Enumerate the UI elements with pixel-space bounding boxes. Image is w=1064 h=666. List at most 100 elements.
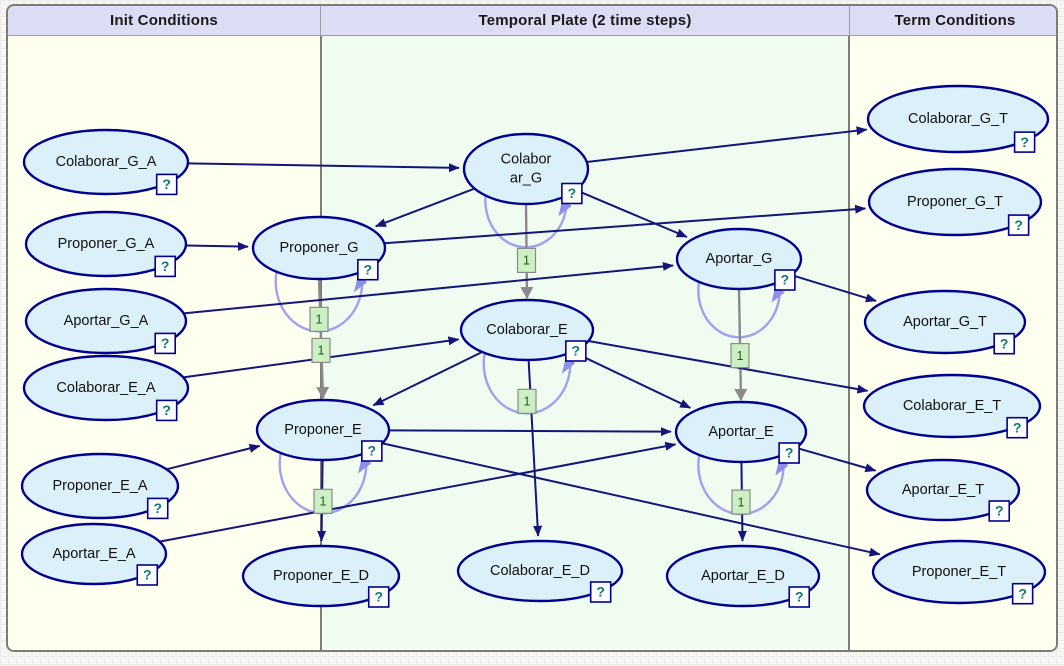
edge-colaborar_g-to-proponer_g[interactable] <box>374 187 475 228</box>
question-mark-icon: ? <box>795 589 804 605</box>
node-proponer_g[interactable]: Proponer_G? <box>251 215 387 281</box>
question-badge[interactable]: ? <box>361 440 383 462</box>
node-ellipse[interactable] <box>867 167 1043 237</box>
edge-proponer_e-to-aportar_e[interactable] <box>388 427 672 437</box>
node-proponer_e_d[interactable]: Proponer_E_D? <box>241 544 401 608</box>
node-ellipse[interactable] <box>863 289 1027 355</box>
edge-proponer_g_a-to-proponer_g[interactable] <box>185 241 249 251</box>
node-aportar_e[interactable]: Aportar_E? <box>674 400 808 464</box>
question-badge[interactable]: ? <box>136 564 159 586</box>
question-badge[interactable]: ? <box>561 182 583 205</box>
header-init-label: Init Conditions <box>110 12 218 29</box>
node-ellipse[interactable] <box>22 128 190 196</box>
node-colaborar_g_a[interactable]: Colaborar_G_A? <box>22 128 190 196</box>
question-badge[interactable]: ? <box>1007 214 1030 236</box>
question-badge[interactable]: ? <box>778 442 800 464</box>
temporal-order-badge[interactable]: 1 <box>311 337 331 363</box>
edge-proponer_g-to-proponer_g_t[interactable] <box>384 204 867 245</box>
node-ellipse[interactable] <box>862 373 1042 439</box>
edge-proponer_e_a-to-proponer_e[interactable] <box>166 444 261 471</box>
node-ellipse[interactable] <box>459 298 595 362</box>
edge-aportar_e_a-to-aportar_e[interactable] <box>159 441 677 543</box>
node-ellipse[interactable] <box>674 400 808 464</box>
edge-aportar_g_a-to-aportar_g[interactable] <box>183 261 674 315</box>
node-layer: Colaborar_G_A?Proponer_G_A?Aportar_G_A?C… <box>20 84 1050 608</box>
node-colaborar_g[interactable]: Colaborar_G? <box>462 132 590 206</box>
node-aportar_g_t[interactable]: Aportar_G_T? <box>863 289 1027 355</box>
node-colaborar_e_t[interactable]: Colaborar_E_T? <box>862 373 1042 439</box>
question-badge[interactable]: ? <box>788 586 811 608</box>
question-badge[interactable]: ? <box>565 340 587 362</box>
edge-colaborar_g-to-colaborar_g_t[interactable] <box>586 126 868 163</box>
node-aportar_e_d[interactable]: Aportar_E_D? <box>665 544 821 608</box>
self-loop-order-badge[interactable]: 1 <box>313 488 333 514</box>
node-colaborar_e_a[interactable]: Colaborar_E_A? <box>22 354 190 422</box>
edge-aportar_e-to-aportar_e_t[interactable] <box>795 446 877 473</box>
question-badge[interactable]: ? <box>154 255 176 278</box>
self-loop-arrowhead <box>357 452 371 474</box>
header-term-conditions[interactable]: Term Conditions <box>850 6 1056 36</box>
edge-aportar_g-to-aportar_g_t[interactable] <box>791 274 877 303</box>
node-aportar_e_t[interactable]: Aportar_E_T? <box>865 458 1021 522</box>
question-badge[interactable]: ? <box>155 399 178 422</box>
node-ellipse[interactable] <box>22 354 190 422</box>
question-badge[interactable]: ? <box>774 269 796 291</box>
self-loop-order-badge[interactable]: 1 <box>309 306 329 332</box>
question-badge[interactable]: ? <box>154 332 176 355</box>
causal-edge-layer <box>159 126 881 557</box>
node-ellipse[interactable] <box>866 84 1050 154</box>
node-colaborar_e_d[interactable]: Colaborar_E_D? <box>456 539 624 603</box>
node-colaborar_e[interactable]: Colaborar_E? <box>459 298 595 362</box>
node-ellipse[interactable] <box>871 539 1047 605</box>
temporal-order-label: 1 <box>318 344 325 358</box>
question-badge[interactable]: ? <box>1006 416 1028 439</box>
node-ellipse[interactable] <box>865 458 1021 522</box>
node-ellipse[interactable] <box>456 539 624 603</box>
node-ellipse[interactable] <box>24 287 188 355</box>
edge-colaborar_e-to-colaborar_e_d[interactable] <box>527 359 543 537</box>
node-proponer_e_a[interactable]: Proponer_E_A? <box>20 452 180 520</box>
node-aportar_g_a[interactable]: Aportar_G_A? <box>24 287 188 355</box>
node-ellipse[interactable] <box>255 398 391 462</box>
node-aportar_e_a[interactable]: Aportar_E_A? <box>20 522 168 586</box>
edge-colaborar_e-to-proponer_e[interactable] <box>372 351 483 407</box>
self-loop-order-badge[interactable]: 1 <box>517 388 537 414</box>
edge-colaborar_e-to-aportar_e[interactable] <box>572 350 692 409</box>
question-badge[interactable]: ? <box>146 497 169 520</box>
node-colaborar_g_t[interactable]: Colaborar_G_T? <box>866 84 1050 154</box>
header-init-conditions[interactable]: Init Conditions <box>8 6 320 36</box>
node-ellipse[interactable] <box>462 132 590 206</box>
question-badge[interactable]: ? <box>993 332 1016 355</box>
temporal-order-badge[interactable]: 1 <box>730 343 750 369</box>
temporal-order-badge[interactable]: 1 <box>516 247 537 273</box>
node-ellipse[interactable] <box>20 452 180 520</box>
node-proponer_e_t[interactable]: Proponer_E_T? <box>871 539 1047 605</box>
question-badge[interactable]: ? <box>1013 131 1036 153</box>
header-temporal-plate[interactable]: Temporal Plate (2 time steps) <box>320 6 850 36</box>
node-ellipse[interactable] <box>251 215 387 281</box>
node-proponer_g_t[interactable]: Proponer_G_T? <box>867 167 1043 237</box>
question-badge[interactable]: ? <box>155 173 178 196</box>
node-ellipse[interactable] <box>24 210 188 278</box>
question-mark-icon: ? <box>161 258 170 274</box>
node-proponer_g_a[interactable]: Proponer_G_A? <box>24 210 188 278</box>
node-ellipse[interactable] <box>675 227 803 291</box>
node-ellipse[interactable] <box>665 544 821 608</box>
self-loop-order-badge[interactable]: 1 <box>731 489 751 515</box>
question-badge[interactable]: ? <box>357 258 379 281</box>
node-aportar_g[interactable]: Aportar_G? <box>675 227 803 291</box>
question-badge[interactable]: ? <box>1011 582 1034 605</box>
edge-proponer_e-to-proponer_e_t[interactable] <box>382 442 881 557</box>
edge-colaborar_e-to-colaborar_e_t[interactable] <box>588 339 869 394</box>
bayesian-network-graph[interactable]: Colaborar_G_A?Proponer_G_A?Aportar_G_A?C… <box>8 6 1058 652</box>
edge-colaborar_g-to-aportar_g[interactable] <box>575 189 688 238</box>
question-badge[interactable]: ? <box>589 581 612 603</box>
question-badge[interactable]: ? <box>367 586 390 608</box>
question-mark-icon: ? <box>162 402 171 418</box>
question-badge[interactable]: ? <box>988 500 1011 522</box>
node-ellipse[interactable] <box>20 522 168 586</box>
node-proponer_e[interactable]: Proponer_E? <box>255 398 391 462</box>
node-ellipse[interactable] <box>241 544 401 608</box>
edge-colaborar_g_a-to-colaborar_g[interactable] <box>187 162 460 173</box>
network-canvas-panel[interactable]: Init Conditions Temporal Plate (2 time s… <box>6 4 1058 652</box>
